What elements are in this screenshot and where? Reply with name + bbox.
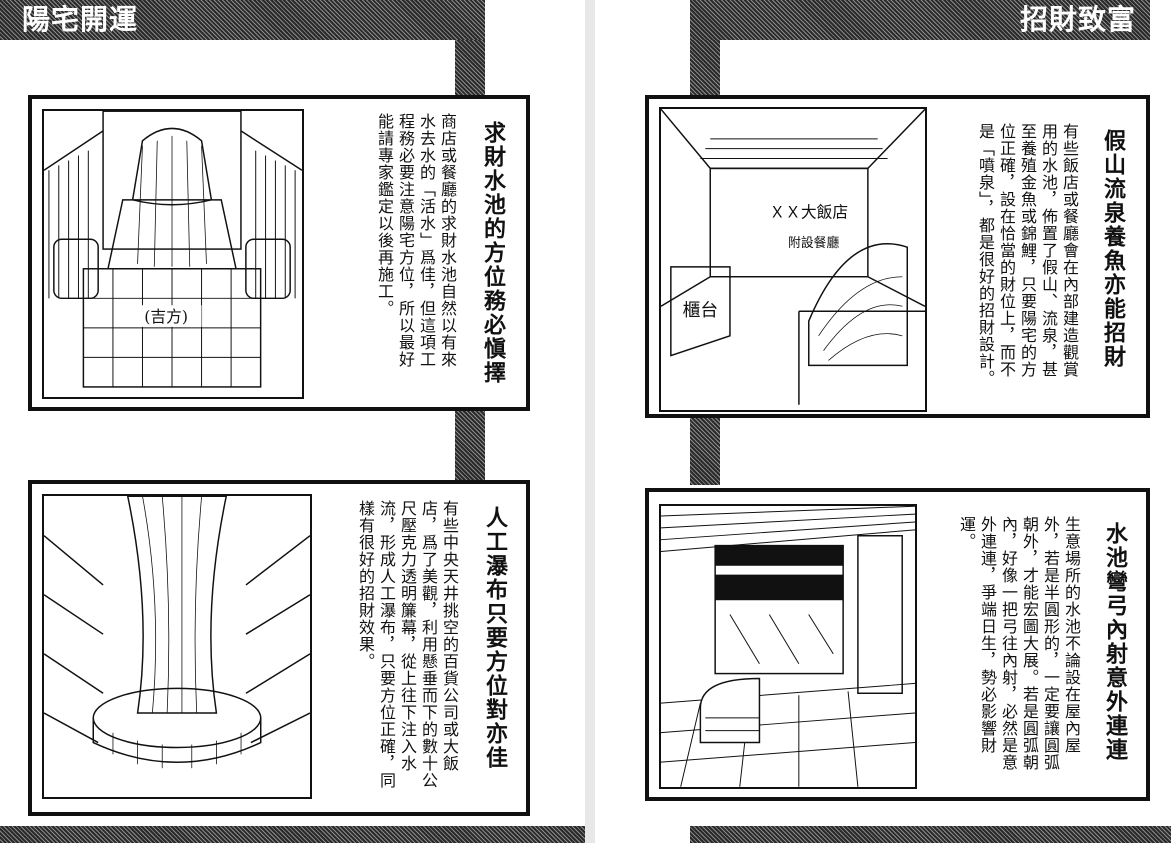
section-header: 招財致富 (690, 0, 1150, 40)
panel-curved-pool: 水池彎弓內射意外連連 生意場所的水池不論設在屋內屋外，若是半圓形的，一定要讓圓弧… (645, 488, 1150, 801)
left-page: 陽宅開運 (吉方) (0, 0, 585, 843)
panel-body-text: 有些飯店或餐廳會在內部建造觀賞用的水池，佈置了假山、流泉，甚至養殖金魚或錦鯉，只… (976, 123, 1079, 387)
decorative-footer-bar (690, 826, 1171, 843)
section-header: 陽宅開運 (0, 0, 485, 40)
panel-title: 水池彎弓內射意外連連 (1102, 522, 1127, 762)
panel-wealth-pool: (吉方) 求財水池的方位務必愼擇 商店或餐廳的求財水池自然以有來水去水的「活水」… (28, 95, 530, 411)
illustration-label: 附設餐廳 (788, 235, 839, 251)
panel-title: 假山流泉養魚亦能招財 (1100, 129, 1125, 369)
illustration-shop-front (659, 504, 917, 789)
panel-body-text: 生意場所的水池不論設在屋內屋外，若是半圓形的，一定要讓圓弧朝外，才能宏圖大展。若… (957, 516, 1081, 771)
illustration-hotel-lobby: ＸＸ大飯店 附設餐廳 櫃台 (659, 107, 927, 412)
panel-body-text: 有些中央天井挑空的百貨公司或大飯店，爲了美觀，利用懸垂而下的數十公尺壓克力透明簾… (356, 500, 459, 789)
illustration-waterfall (42, 494, 312, 799)
illustration-fountain: (吉方) (42, 109, 304, 399)
panel-rockery-fishpond: ＸＸ大飯店 附設餐廳 櫃台 假山流泉養魚亦能招財 有些飯店或餐廳會在內部建造觀賞… (645, 95, 1150, 418)
illustration-label: 櫃台 (683, 300, 718, 321)
panel-title: 人工瀑布只要方位對亦佳 (482, 506, 507, 770)
illustration-label: (吉方) (144, 307, 188, 326)
right-page: 招財致富 ＸＸ大飯店 附設餐廳 櫃台 假山流泉養魚亦能招財 (595, 0, 1171, 843)
book-gutter (585, 0, 595, 843)
illustration-label: ＸＸ大飯店 (769, 203, 848, 222)
panel-artificial-waterfall: 人工瀑布只要方位對亦佳 有些中央天井挑空的百貨公司或大飯店，爲了美觀，利用懸垂而… (28, 480, 530, 816)
panel-title: 求財水池的方位務必愼擇 (480, 121, 505, 385)
panel-body-text: 商店或餐廳的求財水池自然以有來水去水的「活水」爲佳，但這項工程務必要注意陽宅方位… (375, 113, 457, 368)
decorative-footer-bar (0, 826, 585, 843)
